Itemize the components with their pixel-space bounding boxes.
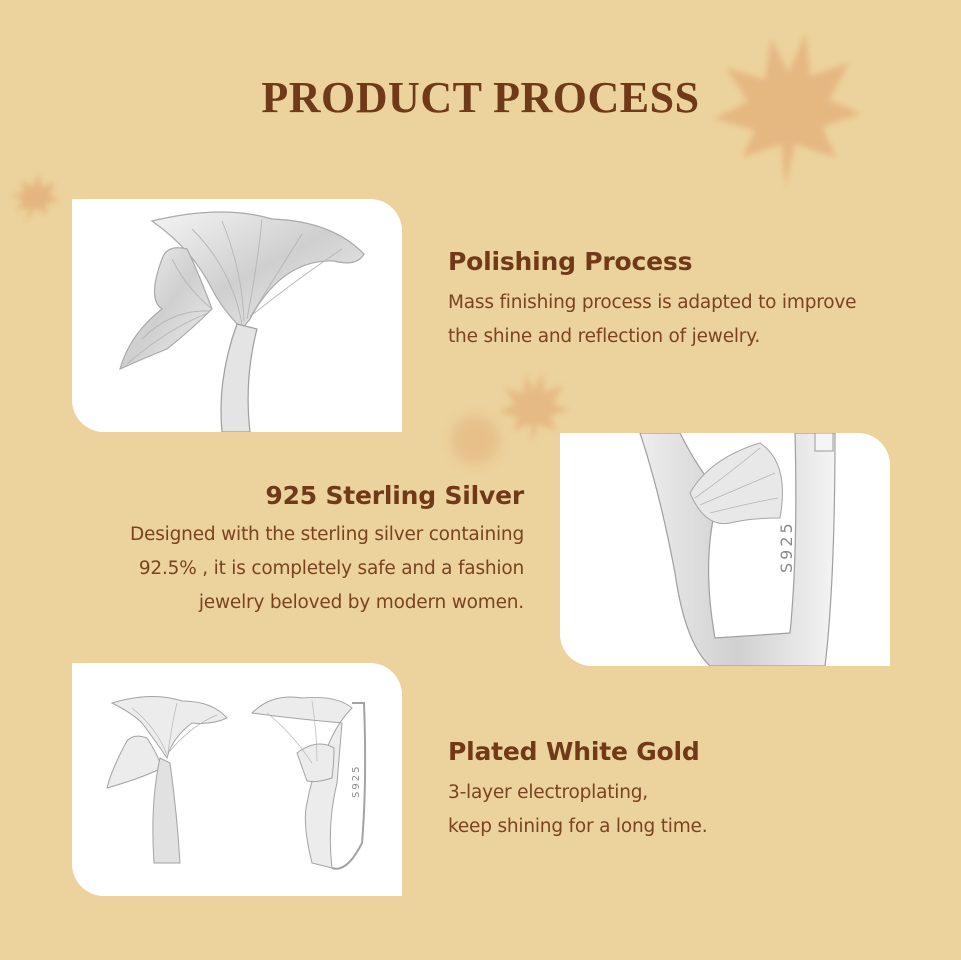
earring-hoop-s925-image: S925: [639, 433, 836, 666]
section-sterling-silver: 925 Sterling Silver Designed with the st…: [60, 480, 524, 620]
page-title: PRODUCT PROCESS: [261, 73, 700, 122]
section-white-gold: Plated White Gold 3-layer electroplating…: [448, 736, 908, 844]
section-heading: 925 Sterling Silver: [265, 481, 524, 510]
section-polishing: Polishing Process Mass finishing process…: [448, 246, 908, 354]
maple-leaf-icon: [700, 15, 870, 205]
maple-leaf-icon: [445, 410, 505, 470]
ginkgo-earring-closeup-image: [119, 211, 365, 432]
maple-leaf-icon: [490, 368, 575, 448]
product-image-sterling-silver: S925: [560, 433, 890, 666]
section-heading: Polishing Process: [448, 247, 693, 276]
section-description: Mass finishing process is adapted to imp…: [448, 292, 857, 347]
s925-stamp-text: S925: [351, 765, 362, 798]
section-description: Designed with the sterling silver contai…: [130, 524, 524, 613]
maple-leaf-icon: [8, 168, 63, 228]
section-heading: Plated White Gold: [448, 737, 700, 766]
product-image-polishing: [72, 199, 402, 432]
product-image-white-gold: S925: [72, 663, 402, 896]
section-description: 3-layer electroplating, keep shining for…: [448, 782, 708, 837]
s925-stamp-text: S925: [777, 520, 796, 573]
earring-pair-image: S925: [106, 695, 367, 870]
